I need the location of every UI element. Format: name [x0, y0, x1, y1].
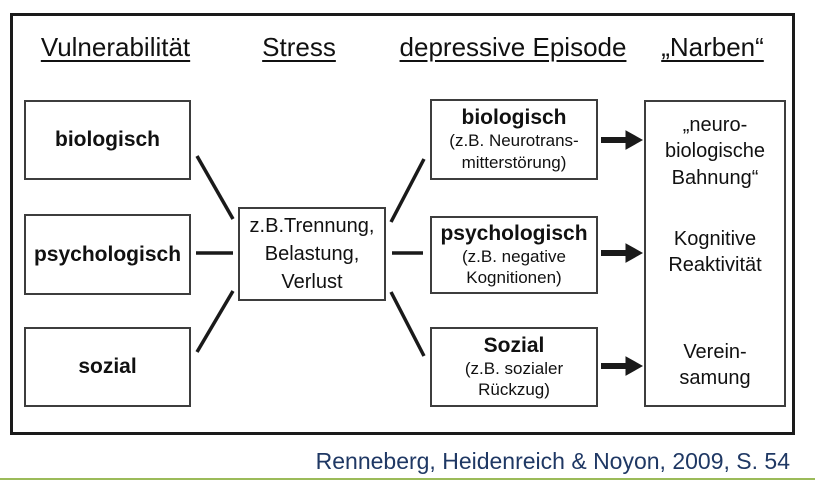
- episode-box-subtitle: (z.B. sozialer Rückzug): [464, 358, 564, 400]
- header-stress: Stress: [262, 32, 336, 62]
- header-narben: „Narben“: [661, 32, 764, 62]
- episode-box-biologisch: biologisch (z.B. Neurotrans- mitterstöru…: [430, 99, 598, 180]
- narben-box: „neuro- biologische Bahnung“ Kognitive R…: [644, 100, 786, 407]
- narben-item-kognitive-reaktivitaet: Kognitive Reaktivität: [668, 228, 762, 277]
- stress-box: z.B.Trennung, Belastung, Verlust: [238, 207, 386, 301]
- narben-item-vereinsamung: Verein- samung: [679, 341, 751, 390]
- episode-box-subtitle: (z.B. Neurotrans- mitterstörung): [449, 131, 579, 172]
- episode-box-psychologisch: psychologisch (z.B. negative Kognitionen…: [430, 216, 598, 294]
- episode-box-title: Sozial: [483, 333, 545, 357]
- vulnerability-box-biologisch: biologisch: [24, 100, 191, 180]
- header-depressive-episode: depressive Episode: [399, 32, 627, 62]
- header-vulnerabilitaet: Vulnerabilität: [40, 32, 191, 62]
- narben-item-neurobiologische-bahnung: „neuro- biologische Bahnung“: [664, 114, 766, 189]
- episode-box-title: biologisch: [461, 106, 567, 130]
- episode-box-subtitle: (z.B. negative Kognitionen): [462, 246, 566, 288]
- episode-box-title: psychologisch: [440, 221, 588, 245]
- vulnerability-box-sozial: sozial: [24, 327, 191, 407]
- episode-box-sozial: Sozial (z.B. sozialer Rückzug): [430, 327, 598, 407]
- divider-line: [0, 478, 815, 480]
- vulnerability-box-psychologisch: psychologisch: [24, 214, 191, 295]
- citation-text: Renneberg, Heidenreich & Noyon, 2009, S.…: [315, 448, 790, 474]
